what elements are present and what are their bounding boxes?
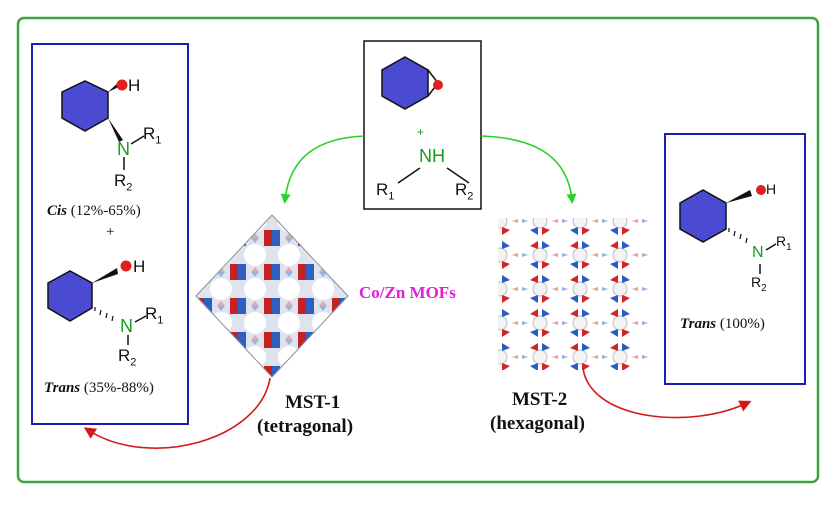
mst1-name: MST-1 bbox=[285, 392, 341, 413]
mst2-name: MST-2 bbox=[512, 389, 568, 410]
right-r2: R2 bbox=[751, 274, 767, 294]
amine-r2: R2 bbox=[455, 180, 473, 202]
right-r2-sub: 2 bbox=[761, 282, 767, 294]
cyclohexene-oxide-structure bbox=[381, 56, 443, 110]
trans-product-structure bbox=[47, 260, 147, 345]
mst1-framework-image bbox=[195, 214, 349, 378]
amine-r2-letter: R bbox=[455, 180, 468, 199]
trans-r2-sub: 2 bbox=[130, 356, 137, 369]
trans-caption: Trans (35%-88%) bbox=[44, 380, 154, 397]
red-arrow-right bbox=[582, 367, 752, 419]
trans-r1: R1 bbox=[145, 304, 163, 326]
right-r1-sub: 1 bbox=[786, 241, 792, 253]
catalyst-label: Co/Zn MOFs bbox=[359, 283, 456, 302]
amine-nh-label: NH bbox=[419, 146, 445, 167]
right-r2-letter: R bbox=[751, 274, 762, 290]
cis-r2-letter: R bbox=[114, 171, 127, 190]
cis-trans-plus: + bbox=[106, 224, 115, 240]
mst2-lattice: (hexagonal) bbox=[490, 413, 585, 434]
reagent-box bbox=[363, 40, 482, 210]
right-n: N bbox=[752, 244, 764, 261]
right-trans-caption: Trans (100%) bbox=[680, 316, 765, 333]
reagent-plus: + bbox=[417, 125, 425, 139]
trans-oh-h: H bbox=[133, 257, 146, 276]
cis-product-structure bbox=[61, 79, 145, 170]
amine-r2-sub: 2 bbox=[467, 190, 474, 203]
trans-n: N bbox=[120, 316, 133, 336]
cis-range: (12%-65%) bbox=[70, 203, 141, 219]
cis-r1-letter: R bbox=[143, 124, 156, 143]
trans-r1-sub: 1 bbox=[157, 314, 164, 327]
green-arrow-left bbox=[280, 135, 365, 204]
amine-r1-letter: R bbox=[376, 180, 389, 199]
left-product-panel bbox=[31, 43, 189, 425]
amine-r1: R1 bbox=[376, 180, 394, 202]
outer-frame bbox=[16, 16, 820, 484]
cis-r1-sub: 1 bbox=[155, 134, 162, 147]
right-r1: R1 bbox=[776, 233, 792, 253]
amine-structure bbox=[397, 167, 470, 184]
trans-name: Trans bbox=[44, 380, 81, 396]
green-arrow-right bbox=[480, 135, 577, 204]
cis-name: Cis bbox=[47, 203, 68, 219]
right-product-panel bbox=[664, 133, 806, 385]
epoxide-oxygen-icon bbox=[433, 80, 443, 90]
cis-r1: R1 bbox=[143, 124, 161, 146]
trans-r2: R2 bbox=[118, 346, 136, 368]
trans-r2-letter: R bbox=[118, 346, 131, 365]
right-trans-range: (100%) bbox=[719, 316, 765, 332]
red-arrow-left bbox=[83, 377, 271, 449]
trans-only-product-structure bbox=[679, 185, 777, 274]
cis-r2: R2 bbox=[114, 171, 132, 193]
cis-oh-h: H bbox=[128, 76, 141, 95]
cis-n: N bbox=[117, 139, 130, 159]
right-trans-name: Trans bbox=[680, 316, 717, 332]
cis-r2-sub: 2 bbox=[126, 181, 133, 194]
right-oh-h: H bbox=[766, 181, 777, 197]
cis-caption: Cis (12%-65%) bbox=[47, 203, 141, 220]
mst1-lattice: (tetragonal) bbox=[257, 416, 354, 437]
trans-r1-letter: R bbox=[145, 304, 158, 323]
amine-n: NH bbox=[419, 146, 445, 166]
right-r1-letter: R bbox=[776, 233, 787, 249]
trans-range: (35%-88%) bbox=[83, 380, 154, 396]
mst2-framework-image bbox=[498, 218, 650, 370]
amine-r1-sub: 1 bbox=[388, 190, 395, 203]
